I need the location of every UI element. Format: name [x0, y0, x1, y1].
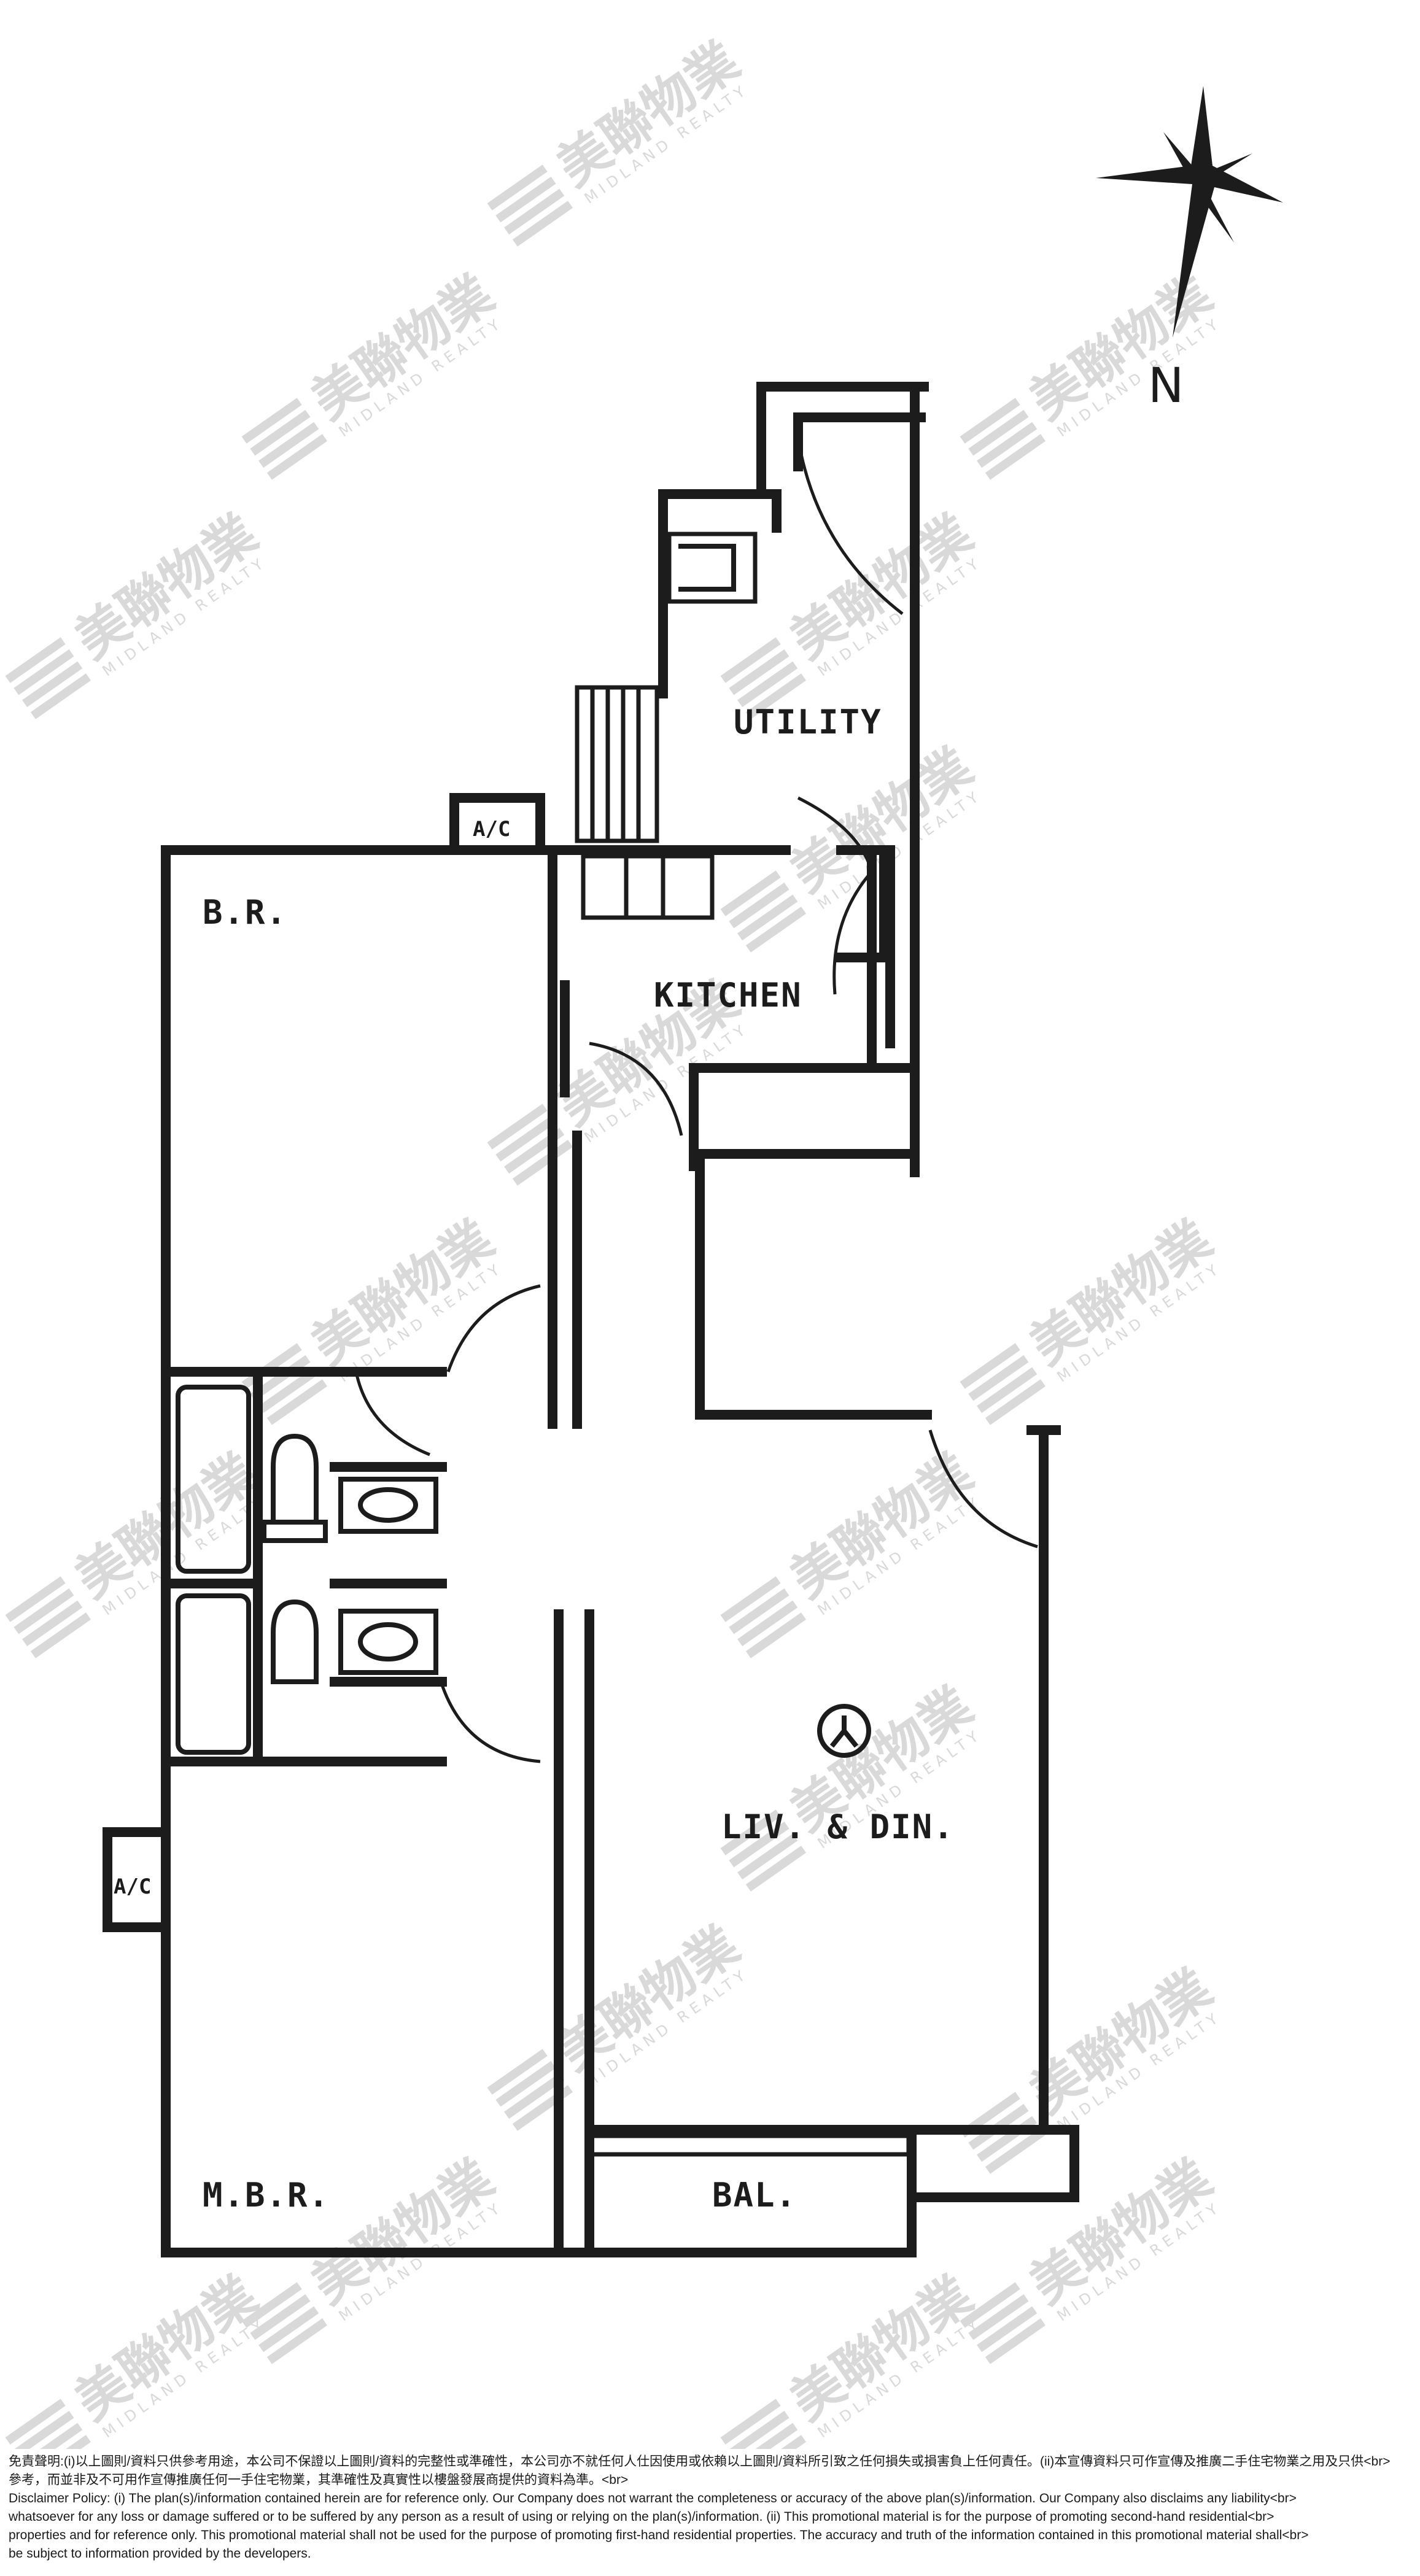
compass-star-ray-icon	[1163, 132, 1252, 242]
compass-north-label: N	[1148, 358, 1184, 414]
bathroom-fixtures	[176, 1385, 438, 1755]
kitchen-cabinet	[581, 854, 715, 920]
basin-lower-icon	[338, 1609, 438, 1675]
disclaimer-line: be subject to information provided by th…	[9, 2547, 311, 2561]
wall-details	[575, 532, 911, 2157]
utility-fixture	[667, 532, 758, 604]
bathroom-door-icon	[440, 1684, 541, 1763]
kitchen-entry-door-icon	[589, 1042, 683, 1136]
ac-top-label: A/C	[473, 817, 510, 841]
bedroom-door-icon	[446, 1284, 541, 1372]
disclaimer-line: 參考，而並非及不可用作宣傳推廣任何一手住宅物業，其準確性及真實性以樓盤發展商提供…	[9, 2473, 629, 2487]
balcony-ledge	[587, 2133, 911, 2157]
north-compass: N	[1096, 86, 1283, 414]
bathtub-upper-icon	[176, 1385, 251, 1574]
toilet-upper-icon	[271, 1433, 319, 1525]
balcony-label: BAL.	[712, 2176, 797, 2214]
compass-star-icon	[1096, 86, 1283, 338]
master-bedroom-label: M.B.R.	[203, 2176, 330, 2214]
disclaimer-line: 免責聲明:(i)以上圖則/資料只供參考用途，本公司不保證以上圖則/資料的完整性或…	[9, 2454, 1391, 2469]
utility-door-icon	[799, 454, 904, 615]
kitchen-door-icon	[797, 796, 874, 995]
toilet-lower-icon	[271, 1599, 319, 1684]
kitchen-label: KITCHEN	[654, 976, 802, 1015]
disclaimer-line: whatsoever for any loss or damage suffer…	[9, 2510, 1275, 2524]
stair-block	[575, 685, 659, 843]
living-dining-label: LIV. & DIN.	[721, 1808, 955, 1846]
room-marker	[817, 1704, 871, 1758]
disclaimer-line: properties and for reference only. This …	[9, 2528, 1309, 2542]
ac-left-label: A/C	[114, 1874, 151, 1899]
bath-upper-door-icon	[354, 1371, 430, 1456]
disclaimer: 免責聲明:(i)以上圖則/資料只供參考用途，本公司不保證以上圖則/資料的完整性或…	[9, 2453, 1411, 2563]
living-door-icon	[928, 1429, 1038, 1549]
circle-marker-icon	[817, 1704, 871, 1758]
bathtub-lower-icon	[176, 1593, 251, 1755]
toilet-upper-tank	[262, 1520, 328, 1543]
utility-label: UTILITY	[734, 703, 882, 741]
basin-upper-icon	[338, 1477, 438, 1534]
disclaimer-line: Disclaimer Policy: (i) The plan(s)/infor…	[9, 2491, 1297, 2505]
door-swings	[354, 454, 1038, 1763]
bedroom-label: B.R.	[203, 893, 287, 932]
walls	[103, 382, 1079, 2257]
